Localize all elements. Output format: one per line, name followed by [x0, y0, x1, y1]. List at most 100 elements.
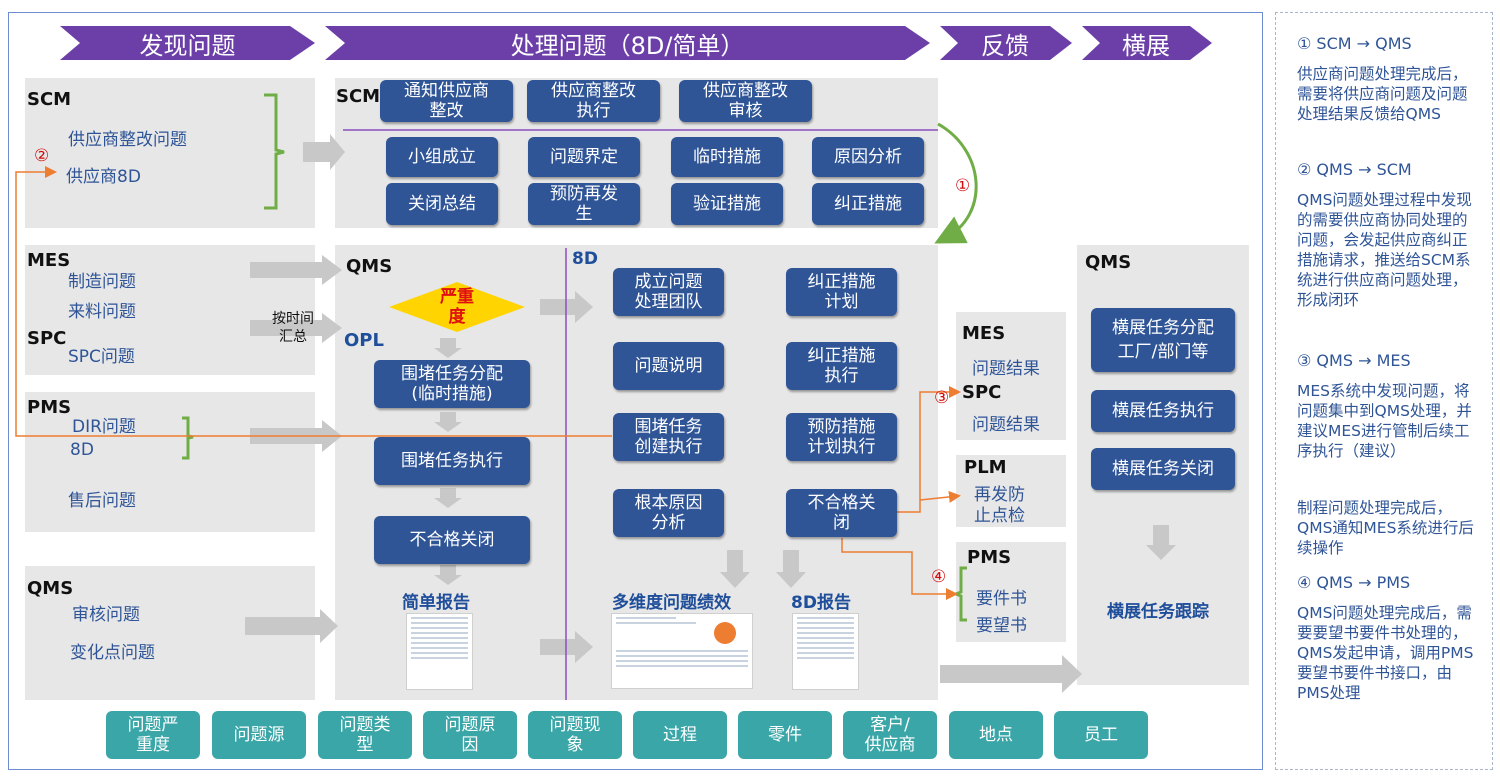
expand-track-label: 横展任务跟踪: [1107, 602, 1209, 622]
d8-right-box: 不合格关 闭: [786, 489, 897, 537]
process-scm-title: SCM: [336, 86, 381, 107]
multi-perf-thumbnail: [611, 613, 753, 689]
scm-step-box: 临时措施: [671, 137, 783, 177]
phase-discover: 发现问题: [139, 31, 236, 60]
dimension-tag: 问题现 象: [528, 711, 622, 759]
simple-report-label: 简单报告: [402, 593, 470, 613]
marker-2: ②: [34, 146, 50, 166]
panel-feedback-mes: [956, 312, 1066, 440]
discover-qms-item: 变化点问题: [70, 643, 155, 663]
sidebar-title: ③ QMS → MES: [1297, 351, 1411, 370]
d8-title: 8D: [572, 249, 598, 269]
opl-step-box: 不合格关闭: [374, 516, 530, 564]
phase-arrow-discover: [60, 26, 315, 60]
discover-pms-item: 售后问题: [68, 491, 136, 511]
discover-mes-item: 制造问题: [68, 272, 136, 292]
expand-box: 横展任务关闭: [1091, 448, 1235, 490]
panel-feedback-pms: [956, 542, 1066, 642]
d8-right-box: 纠正措施 执行: [786, 342, 897, 390]
sidebar-title: ② QMS → SCM: [1297, 160, 1412, 179]
phase-feedback: 反馈: [981, 31, 1029, 60]
opl-step-box: 围堵任务执行: [374, 437, 530, 485]
discover-mes-title: MES: [27, 250, 71, 271]
expand-box: 横展任务分配 工厂/部门等: [1091, 308, 1235, 372]
summary-note: 按时间 汇总: [272, 311, 314, 345]
severity-diamond: [389, 282, 525, 332]
d8-right-box: 预防措施 计划执行: [786, 413, 897, 461]
severity-label: 严重 度: [440, 287, 474, 327]
sidebar-title: ① SCM → QMS: [1297, 34, 1412, 53]
opl-step-box: 围堵任务分配 (临时措施): [374, 360, 530, 408]
report-8d-thumbnail: [792, 613, 859, 690]
feedback-plm-item: 再发防 止点检: [974, 485, 1025, 526]
scm-step-box: 问题界定: [528, 137, 640, 177]
dimension-tag: 问题类 型: [318, 711, 412, 759]
d8-left-box: 成立问题 处理团队: [613, 268, 724, 316]
phase-process: 处理问题（8D/简单）: [510, 31, 745, 60]
sidebar-text: 制程问题处理完成后，QMS通知MES系统进行后续操作: [1297, 499, 1474, 557]
expand-title: QMS: [1085, 252, 1132, 273]
feedback-mes-item: 问题结果: [972, 359, 1040, 379]
dimension-tag: 过程: [633, 711, 727, 759]
panel-discover-pms: [25, 392, 315, 532]
panel-discover-scm: [25, 78, 315, 228]
feedback-plm-title: PLM: [964, 457, 1007, 475]
feedback-mes-title: MES: [962, 323, 1006, 344]
dimension-tag: 客户/ 供应商: [843, 711, 937, 759]
discover-pms-title: PMS: [27, 397, 72, 418]
d8-left-box: 围堵任务 创建执行: [613, 413, 724, 461]
discover-qms-item: 审核问题: [72, 605, 140, 625]
discover-scm-item: 供应商8D: [66, 167, 141, 187]
dimension-tag: 零件: [738, 711, 832, 759]
dimension-tag: 问题严 重度: [106, 711, 200, 759]
d8-left-box: 根本原因 分析: [613, 489, 724, 537]
marker-1: ①: [955, 176, 971, 196]
scm-top-box: 供应商整改 执行: [527, 80, 660, 122]
report-8d-label: 8D报告: [791, 593, 851, 613]
sidebar-title: ④ QMS → PMS: [1297, 573, 1411, 592]
multi-perf-label: 多维度问题绩效: [612, 593, 731, 613]
marker-4: ④: [931, 567, 947, 587]
discover-mes-item: 来料问题: [68, 302, 136, 322]
diagram-frame: [8, 12, 1263, 770]
scm-step-box: 预防再发 生: [528, 183, 640, 225]
opl-title: OPL: [344, 330, 384, 351]
discover-pms-item: 8D: [70, 440, 94, 460]
phase-expand: 横展: [1122, 31, 1170, 60]
feedback-spc-item: 问题结果: [972, 415, 1040, 435]
scm-step-box: 纠正措施: [812, 183, 924, 225]
feedback-pms-title: PMS: [967, 547, 1012, 568]
dimension-tag: 员工: [1054, 711, 1148, 759]
sidebar-text: MES系统中发现问题，将问题集中到QMS处理，并建议MES进行管制后续工序执行（…: [1297, 382, 1472, 460]
discover-spc-title: SPC: [27, 328, 67, 349]
phase-arrow-process: [325, 26, 930, 60]
sidebar-frame: [1275, 12, 1493, 770]
dimension-tag: 问题源: [212, 711, 306, 759]
dimension-tag: 地点: [949, 711, 1043, 759]
process-qms-title: QMS: [346, 256, 393, 277]
feedback-spc-title: SPC: [962, 382, 1002, 403]
scm-step-box: 小组成立: [386, 137, 498, 177]
discover-scm-item: 供应商整改问题: [68, 130, 187, 150]
d8-left-box: 问题说明: [613, 342, 724, 390]
phase-arrow-expand: [1082, 26, 1212, 60]
discover-pms-item: DIR问题: [72, 417, 136, 437]
scm-step-box: 原因分析: [812, 137, 924, 177]
sidebar-text: QMS问题处理完成后，需要要望书要件书处理的，QMS发起申请，调用PMS要望书要…: [1297, 604, 1474, 702]
marker-3: ③: [934, 388, 950, 408]
feedback-pms-item: 要件书: [976, 589, 1027, 609]
sidebar-text: 供应商问题处理完成后，需要将供应商问题及问题处理结果反馈给QMS: [1297, 65, 1468, 123]
phase-arrow-feedback: [940, 26, 1072, 60]
simple-report-thumbnail: [406, 613, 473, 690]
panel-feedback-plm: [956, 455, 1066, 527]
discover-qms-title: QMS: [27, 578, 74, 599]
scm-top-box: 供应商整改 审核: [679, 80, 812, 122]
sidebar-text: QMS问题处理过程中发现的需要供应商协同处理的问题，会发起供应商纠正措施请求，推…: [1297, 191, 1472, 309]
discover-scm-title: SCM: [27, 89, 72, 110]
scm-top-box: 通知供应商 整改: [380, 80, 513, 122]
d8-right-box: 纠正措施 计划: [786, 268, 897, 316]
discover-spc-item: SPC问题: [68, 347, 135, 367]
scm-step-box: 验证措施: [671, 183, 783, 225]
dimension-tag: 问题原 因: [423, 711, 517, 759]
